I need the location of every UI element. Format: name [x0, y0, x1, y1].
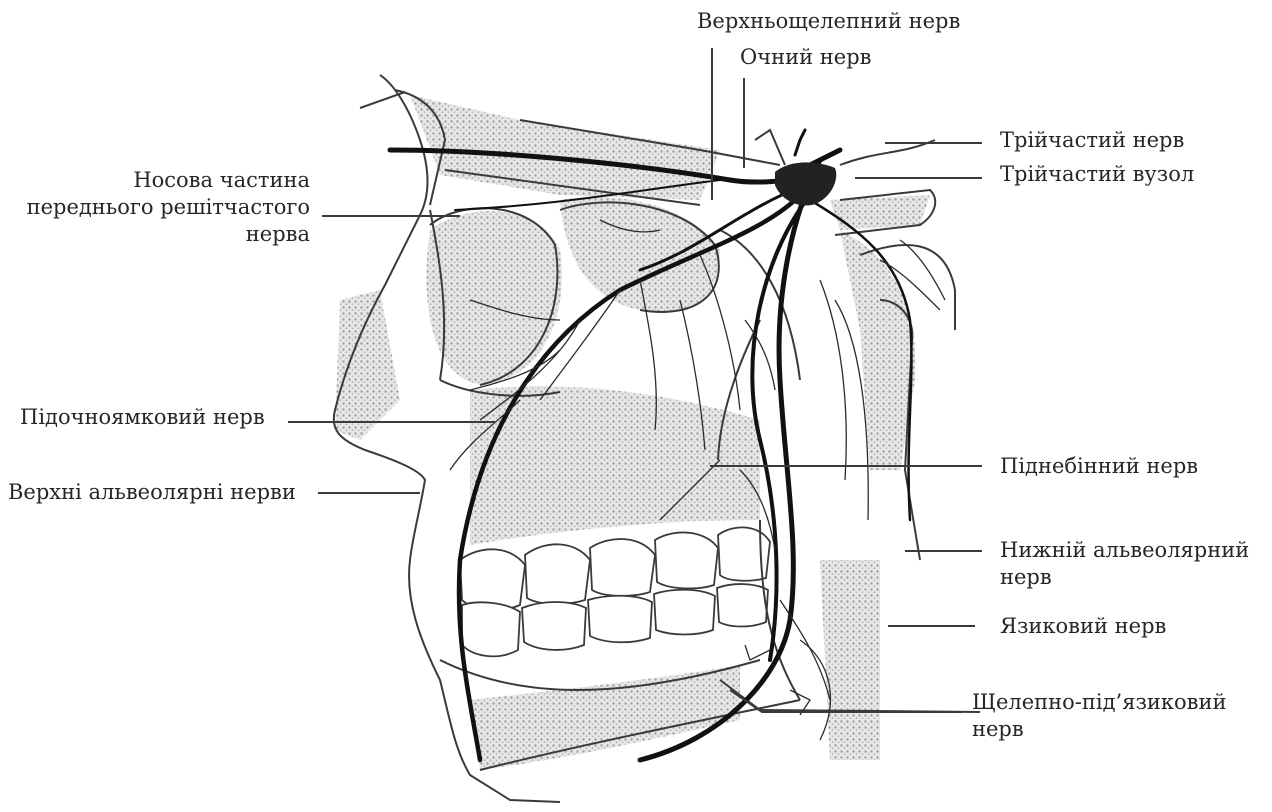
label-lingual-nerve: Язиковий нерв	[1000, 613, 1166, 640]
label-mylohyoid-nerve: Щелепно-під’язиковий нерв	[972, 689, 1227, 743]
label-trigeminal-nerve: Трійчастий нерв	[1000, 127, 1184, 154]
teeth	[460, 527, 770, 656]
label-nasal-branch: Носова частина переднього решітчастого н…	[0, 167, 310, 248]
label-maxillary-nerve: Верхньощелепний нерв	[697, 8, 960, 35]
label-trigeminal-ganglion: Трійчастий вузол	[1000, 161, 1194, 188]
label-superior-alveolar-nerves: Верхні альвеолярні нерви	[8, 479, 296, 506]
label-ophthalmic-nerve: Очний нерв	[740, 44, 871, 71]
label-palatine-nerve: Піднебінний нерв	[1000, 453, 1198, 480]
trigeminal-ganglion-shape	[775, 162, 836, 205]
label-infraorbital-nerve: Підочноямковий нерв	[20, 404, 265, 431]
label-inferior-alveolar-nerve: Нижній альвеолярний нерв	[1000, 537, 1249, 591]
